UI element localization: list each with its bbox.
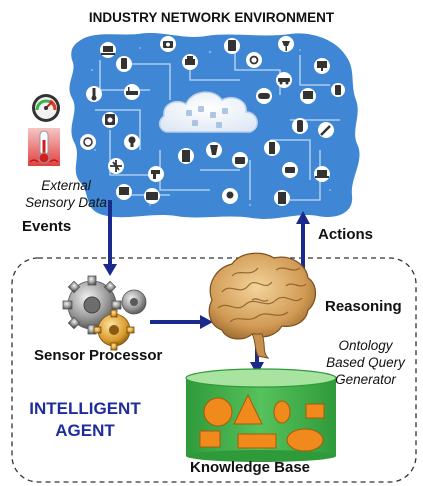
device-camera-icon xyxy=(160,36,176,52)
thermometer-icon xyxy=(28,128,60,166)
kb-oval-shape xyxy=(286,428,324,452)
device-computer-icon xyxy=(116,184,132,200)
device-plane-icon xyxy=(108,158,124,174)
brain-icon xyxy=(208,252,317,359)
ontology-line2: Based Query xyxy=(326,355,405,370)
device-washer-icon xyxy=(102,112,118,128)
ontology-generator-label: Ontology Based Query Generator xyxy=(318,337,413,388)
kb-square-shape xyxy=(305,403,325,419)
gauge-icon xyxy=(32,94,60,122)
device-gamepad-icon xyxy=(256,88,272,104)
events-label: Events xyxy=(22,218,72,235)
external-sensory-data-label: External Sensory Data xyxy=(16,177,116,211)
kb-shapes xyxy=(199,393,325,452)
diagram-title: INDUSTRY NETWORK ENVIRONMENT xyxy=(88,10,335,25)
cloud-icon xyxy=(158,91,258,133)
events-arrow xyxy=(103,200,117,276)
intelligent-agent-label: INTELLIGENT AGENT xyxy=(20,398,150,442)
small-gear-icon xyxy=(121,289,147,315)
intelligent-agent-line2: AGENT xyxy=(55,421,115,440)
device-monitor-icon xyxy=(314,58,330,74)
device-laptop-icon xyxy=(100,42,116,58)
industry-network-map xyxy=(69,33,360,219)
reasoning-label: Reasoning xyxy=(325,298,402,315)
kb-circle-shape xyxy=(203,397,233,427)
device-radio-icon xyxy=(144,188,160,204)
gears-icon xyxy=(62,275,147,351)
device-fridge-icon xyxy=(178,148,194,164)
device-door-icon xyxy=(274,190,290,206)
device-remote-icon xyxy=(292,118,308,134)
device-phone-icon xyxy=(116,56,132,72)
device-telephone-icon xyxy=(282,162,298,178)
knowledge-base-cylinder xyxy=(185,368,337,462)
device-printer-icon xyxy=(182,54,198,70)
device-scale-icon xyxy=(232,152,248,168)
kb-ellipse-shape xyxy=(273,400,291,424)
kb-rect-shape xyxy=(199,430,221,448)
actions-label: Actions xyxy=(318,226,374,243)
device-wrench-icon xyxy=(318,122,334,138)
device-drill-icon xyxy=(148,166,164,182)
sensor-to-brain-arrow xyxy=(150,315,213,329)
silver-gear-icon xyxy=(62,275,122,335)
device-laptop2-icon xyxy=(314,166,330,182)
device-blender-icon xyxy=(206,142,222,158)
device-bulb-icon xyxy=(124,134,140,150)
intelligent-agent-line1: INTELLIGENT xyxy=(29,399,141,418)
ontology-line1: Ontology xyxy=(338,338,393,353)
external-sensory-data-line2: Sensory Data xyxy=(25,195,107,210)
device-car-icon xyxy=(276,72,292,88)
device-icons xyxy=(80,36,345,206)
kb-triangle-shape xyxy=(233,393,263,425)
device-lamp-icon xyxy=(278,36,294,52)
device-clock-icon xyxy=(80,134,96,150)
device-speaker-icon xyxy=(331,83,345,97)
device-webcam-icon xyxy=(222,188,238,204)
device-thermostat-icon xyxy=(86,86,102,102)
device-router-icon xyxy=(124,84,140,100)
ontology-line3: Generator xyxy=(335,372,396,387)
gold-gear-icon xyxy=(93,309,135,351)
knowledge-base-label: Knowledge Base xyxy=(190,459,311,476)
external-sensory-data-line1: External xyxy=(41,178,91,193)
sensor-processor-label: Sensor Processor xyxy=(34,347,163,364)
kb-wide-rect-shape xyxy=(237,433,277,449)
intelligent-agent-boundary xyxy=(11,257,417,483)
device-tv-icon xyxy=(300,88,316,104)
device-watch-icon xyxy=(246,52,262,68)
device-flashlight-icon xyxy=(264,140,280,156)
device-tablet-icon xyxy=(224,38,240,54)
